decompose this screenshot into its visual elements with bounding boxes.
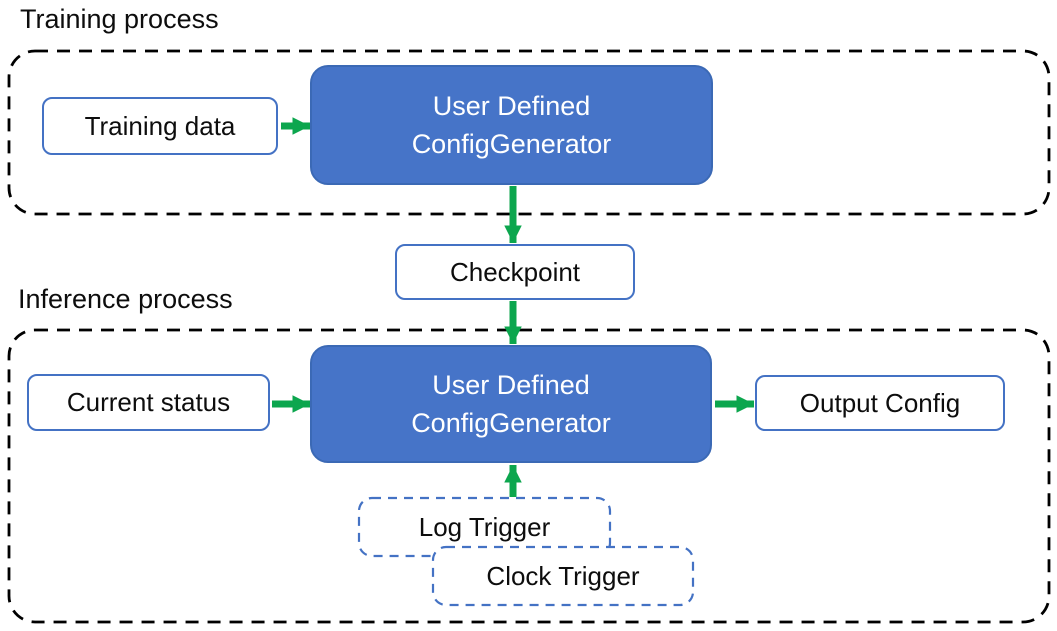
clock-trigger-box	[431, 545, 695, 607]
inference-configgenerator-line2: ConfigGenerator	[411, 408, 611, 438]
training-container-border	[7, 49, 1051, 216]
checkpoint-box: Checkpoint	[395, 244, 635, 300]
inference-process-title: Inference process	[18, 284, 233, 314]
inference-container-border	[7, 328, 1051, 624]
log-trigger-label: Log Trigger	[418, 511, 551, 542]
output-config-box: Output Config	[755, 375, 1005, 431]
training-data-box: Training data	[42, 97, 278, 155]
current-status-box: Current status	[27, 374, 270, 431]
training-process-title: Training process	[20, 4, 219, 34]
log-trigger-box	[357, 496, 612, 558]
training-configgenerator-line2: ConfigGenerator	[411, 129, 612, 159]
training-configgenerator-line1: User Defined	[432, 91, 591, 121]
inference-configgenerator-line1: User Defined	[432, 370, 590, 400]
training-configgenerator-box: User Defined ConfigGenerator	[310, 65, 713, 185]
clock-trigger-label: Clock Trigger	[486, 560, 640, 591]
inference-configgenerator-box: User Defined ConfigGenerator	[310, 345, 712, 463]
